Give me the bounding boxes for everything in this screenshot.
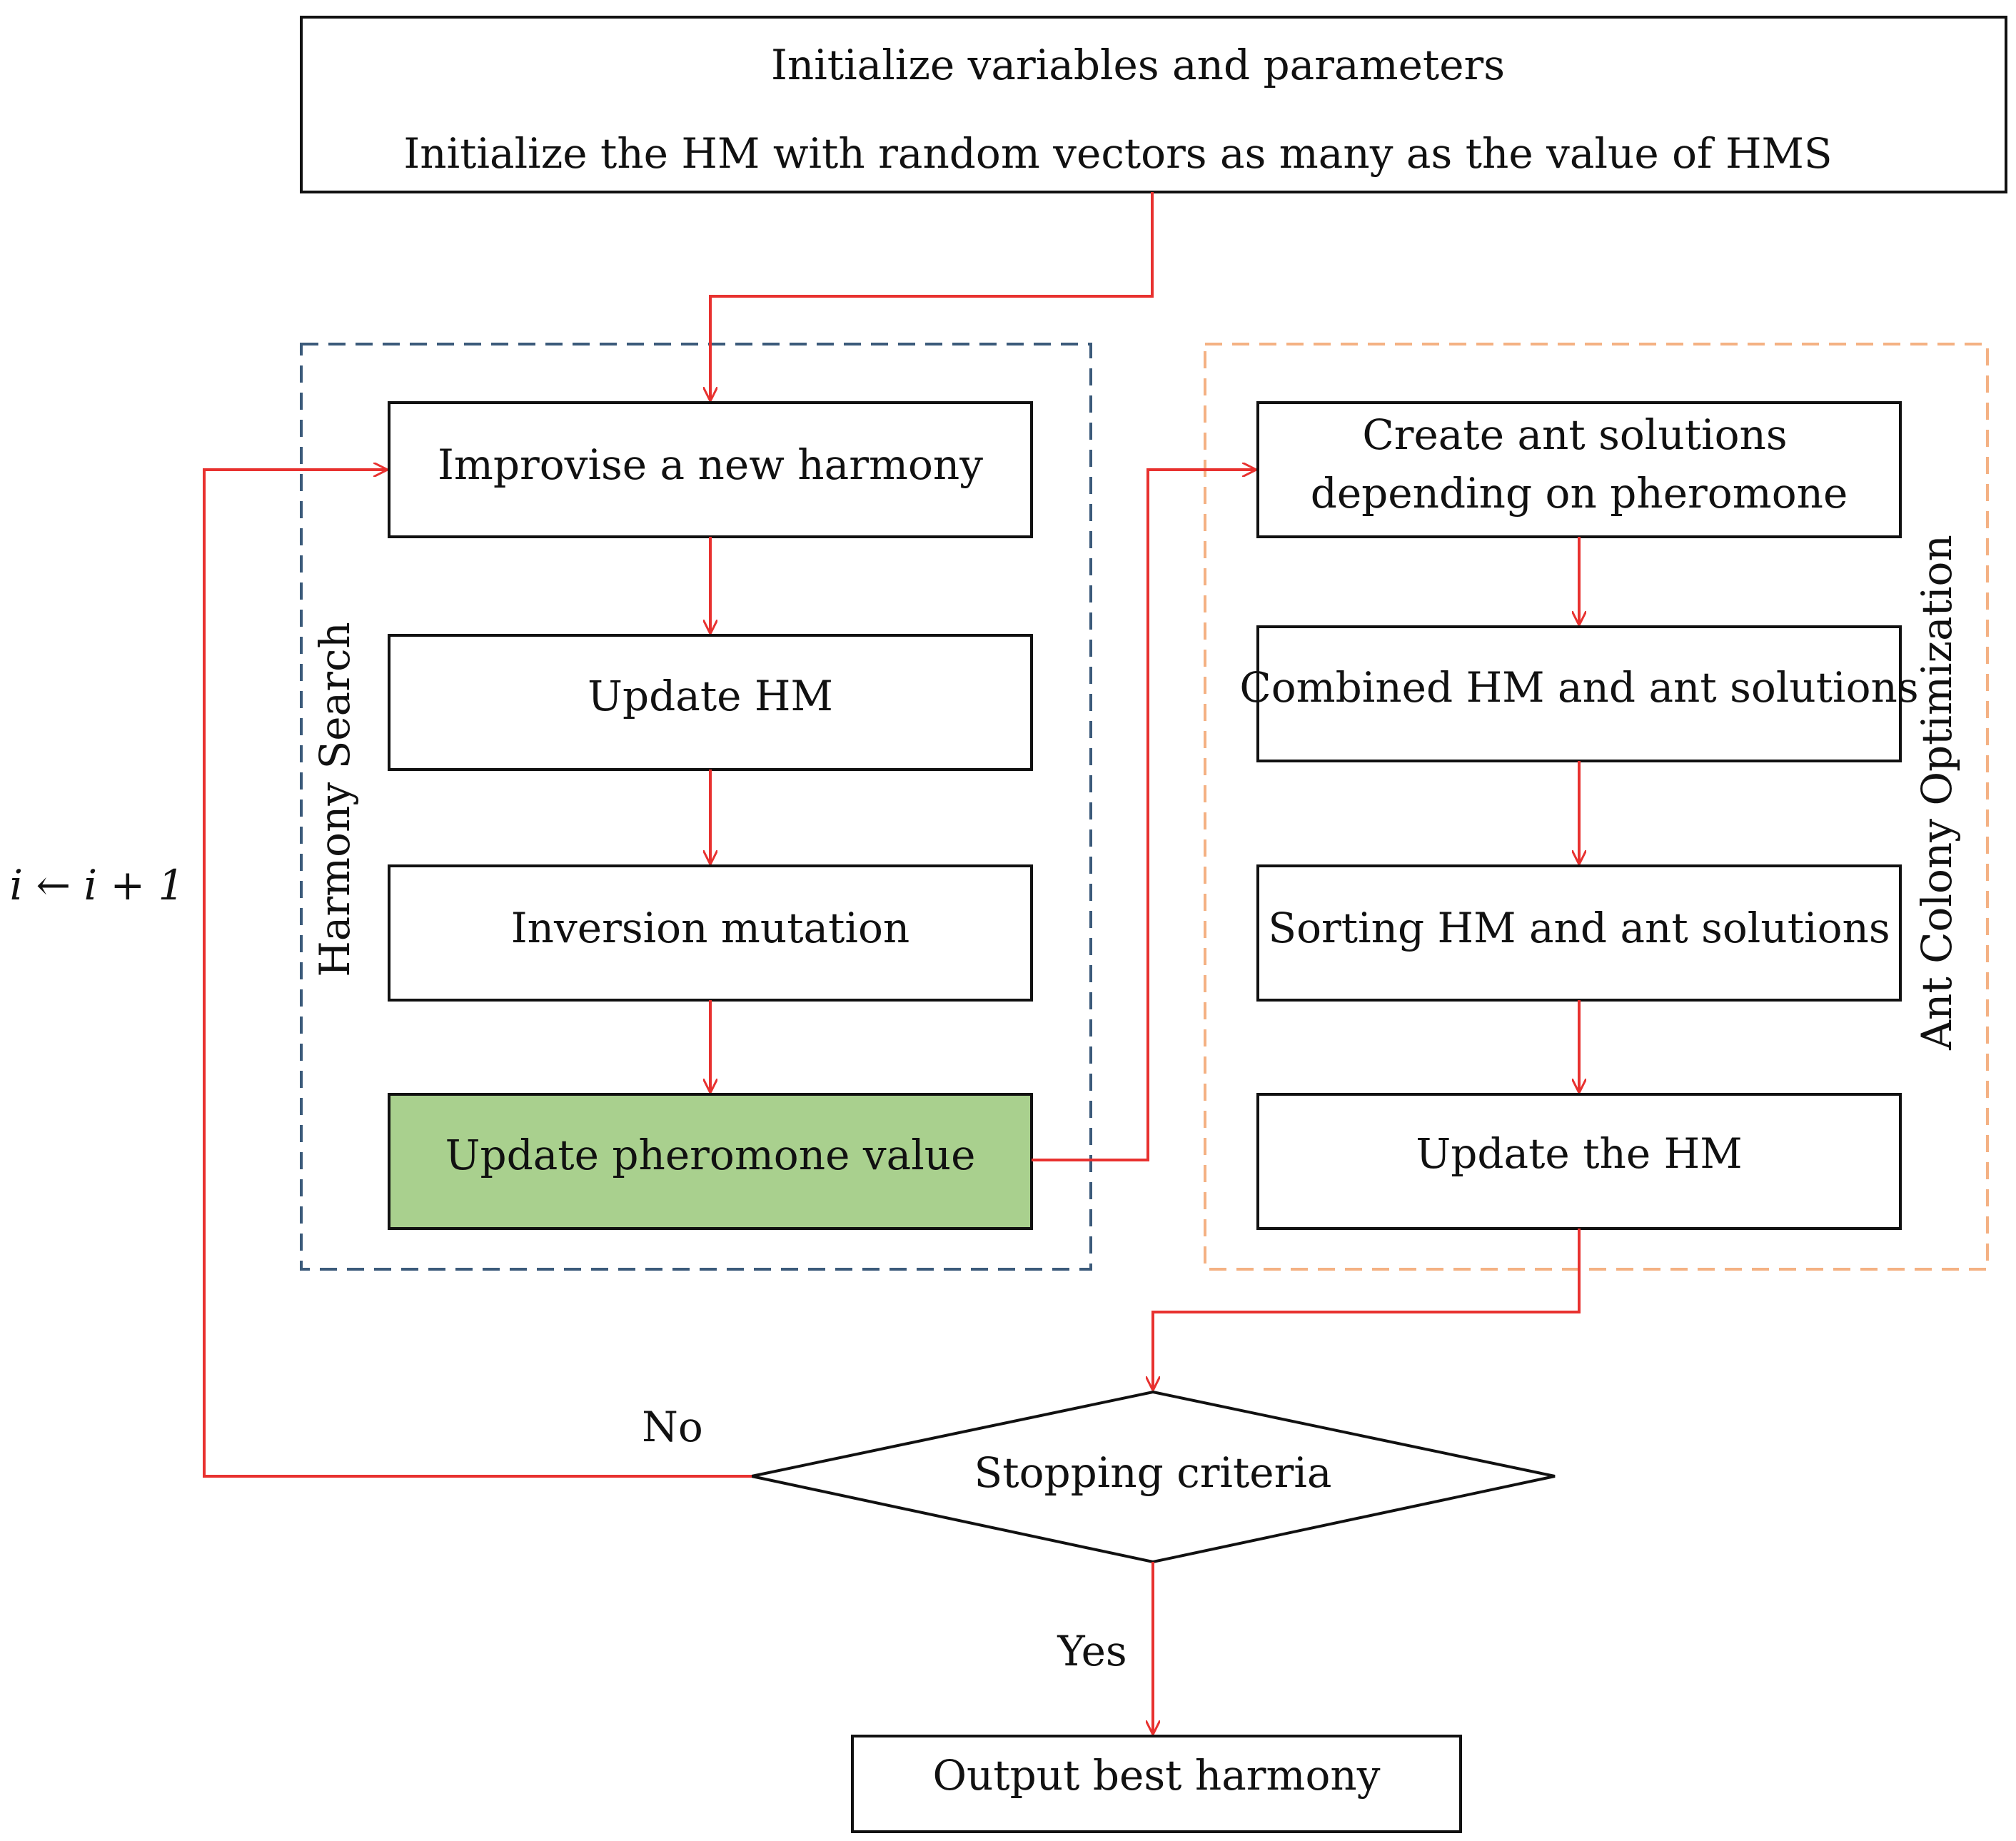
init-line-2: Initialize the HM with random vectors as… (403, 129, 1832, 178)
init-line-1: Initialize variables and parameters (771, 41, 1505, 89)
output-label: Output best harmony (932, 1751, 1380, 1800)
aco-step-2-box (1256, 625, 1902, 762)
init-box (300, 16, 2007, 193)
aco-step-3-label: Sorting HM and ant solutions (1268, 904, 1890, 952)
hs-step-1-label: Improvise a new harmony (438, 440, 983, 489)
hs-step-3-label: Inversion mutation (511, 904, 909, 952)
arrow-no-loop (203, 470, 752, 1478)
aco-step-1-box (1256, 401, 1902, 538)
hs-step-4-box (388, 1093, 1033, 1230)
hs-step-2-box (388, 634, 1033, 771)
no-label: No (642, 1403, 703, 1451)
loop-label: i ← i + 1 (10, 861, 185, 909)
aco-step-1-line-1: Create ant solutions (1362, 410, 1787, 459)
aco-step-1-line-2: depending on pheromone (1311, 469, 1848, 518)
hs-step-3-box (388, 864, 1033, 1002)
aco-step-2-label: Combined HM and ant solutions (1239, 663, 1918, 712)
arrow-hs-to-aco (1032, 470, 1255, 1161)
aco-title: Ant Colony Optimization (1912, 535, 1961, 1051)
aco-step-3-box (1256, 864, 1902, 1002)
aco-step-4-box (1256, 1093, 1902, 1230)
aco-group (1204, 343, 1989, 1271)
arrow-init-to-improvise (710, 192, 1154, 400)
arrow-aco-to-decision (1153, 1229, 1581, 1389)
harmony-search-group (300, 343, 1092, 1271)
output-box (851, 1735, 1462, 1833)
hs-step-2-label: Update HM (588, 672, 833, 720)
aco-step-4-label: Update the HM (1416, 1129, 1742, 1178)
hs-step-4-label: Update pheromone value (445, 1131, 976, 1179)
stopping-criteria-label: Stopping criteria (974, 1448, 1332, 1497)
yes-label: Yes (1057, 1627, 1127, 1675)
harmony-search-title: Harmony Search (311, 622, 359, 977)
